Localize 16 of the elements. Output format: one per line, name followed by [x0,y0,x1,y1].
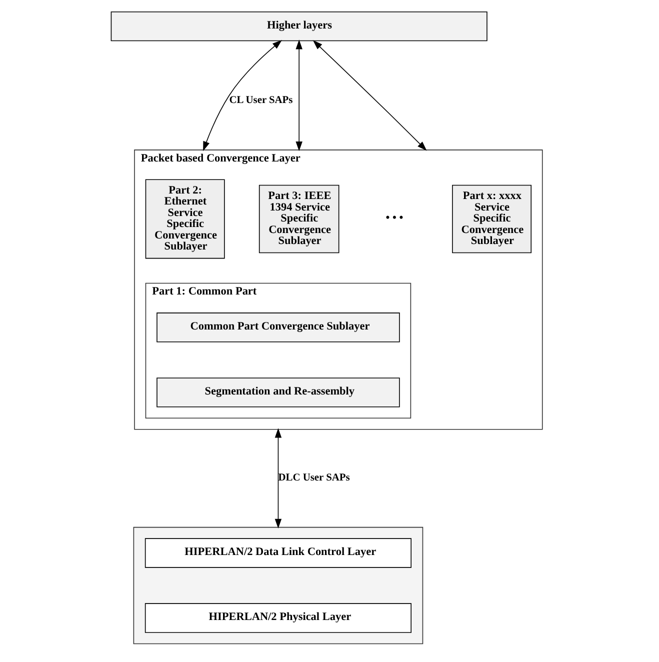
edge-label: DLC User SAPs [278,472,350,484]
arrow [312,40,426,151]
node-box: HIPERLAN/2 Physical Layer [144,603,411,633]
node-box: Part 2: Ethernet Service Specific Convergence Sublayer [144,179,224,259]
node-box: Segmentation and Re-assembly [156,378,400,408]
arrow [295,40,302,152]
node-box: Higher layers [110,11,487,42]
node-box: Common Part Convergence Sublayer [156,312,400,342]
arrow [202,40,282,152]
node-box: Part 3: IEEE 1394 Service Specific Convergence Sublayer [258,184,339,254]
edge-label: CL User SAPs [228,94,292,106]
arrow [274,428,282,529]
node-box: HIPERLAN/2 Data Link Control Layer [144,538,411,568]
cluster [132,526,423,644]
label: • • • [385,212,403,224]
node-box: Part x: xxxx Service Specific Convergence Sublayer [452,184,532,254]
